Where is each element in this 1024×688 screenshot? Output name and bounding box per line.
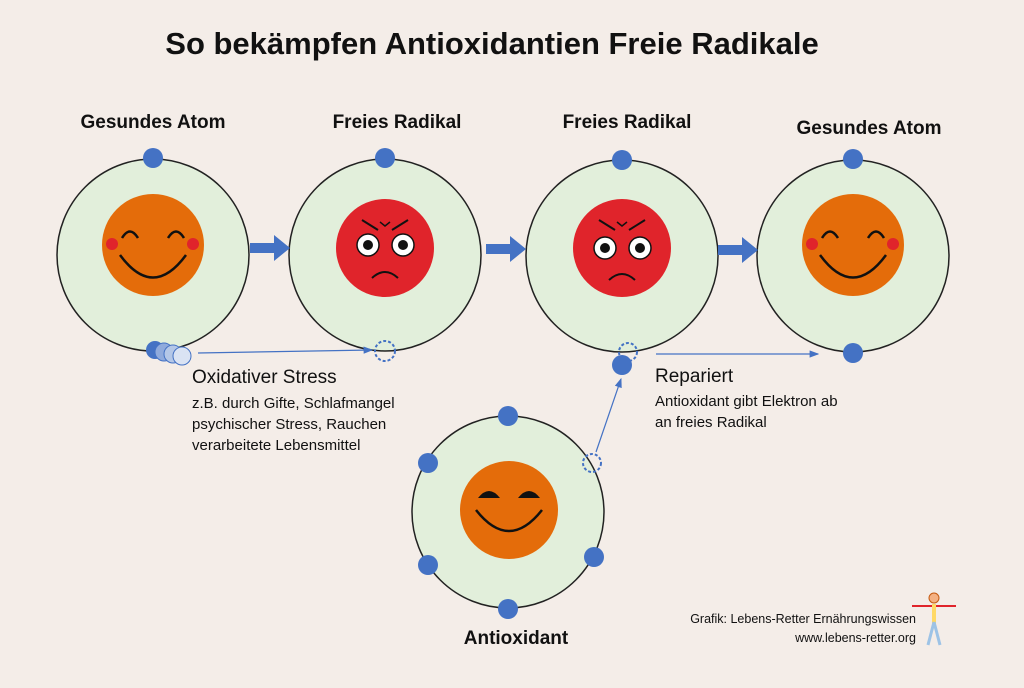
electron	[143, 148, 163, 168]
repair-line: Antioxidant gibt Elektron ab	[655, 393, 838, 410]
repair-heading: Repariert	[655, 366, 734, 387]
stress-description: z.B. durch Gifte, Schlafmangel psychisch…	[192, 393, 395, 456]
page-title: So bekämpfen Antioxidantien Freie Radika…	[165, 26, 819, 61]
credit-line: Grafik: Lebens-Retter Ernährungswissen	[690, 612, 916, 626]
stress-line: psychischer Stress, Rauchen	[192, 416, 387, 433]
atom-healthy-2	[756, 149, 950, 363]
arrow-right-icon	[486, 236, 526, 262]
antioxidant-label: Antioxidant	[463, 628, 569, 649]
missing-electron-icon	[618, 342, 638, 362]
atom-label-3: Freies Radikal	[562, 112, 692, 133]
atom-label-2: Freies Radikal	[332, 112, 462, 133]
repair-line: an freies Radikal	[655, 414, 767, 431]
stress-heading: Oxidativer Stress	[192, 367, 337, 388]
donated-electron	[612, 355, 632, 375]
repair-description: Antioxidant gibt Elektron ab an freies R…	[655, 391, 838, 433]
happy-face-icon	[102, 194, 204, 296]
electron	[418, 453, 438, 473]
electron	[498, 599, 518, 619]
atom-label-4: Gesundes Atom	[796, 118, 942, 139]
credit: Grafik: Lebens-Retter Ernährungswissen w…	[640, 610, 916, 648]
angry-face-icon	[336, 199, 434, 297]
stress-arrow	[197, 346, 374, 354]
electron	[418, 555, 438, 575]
electron	[375, 148, 395, 168]
atom-radical-2	[525, 150, 719, 375]
electron	[843, 343, 863, 363]
happy-face-icon	[802, 194, 904, 296]
missing-electron-icon	[374, 340, 396, 362]
stress-line: z.B. durch Gifte, Schlafmangel	[192, 395, 395, 412]
person-logo-icon	[912, 592, 956, 646]
atom-antioxidant	[411, 406, 605, 619]
electron	[612, 150, 632, 170]
atom-label-1: Gesundes Atom	[80, 112, 226, 133]
electron-loss-icon	[146, 341, 192, 366]
credit-url: www.lebens-retter.org	[795, 631, 916, 645]
atom-radical-1	[288, 148, 482, 362]
missing-electron-icon	[582, 453, 602, 473]
donate-arrow	[595, 377, 622, 453]
electron	[498, 406, 518, 426]
electron	[843, 149, 863, 169]
stress-line: verarbeitete Lebensmittel	[192, 437, 361, 454]
laughing-face-icon	[460, 461, 558, 559]
electron	[584, 547, 604, 567]
atom-healthy-1	[56, 148, 250, 366]
angry-face-icon	[573, 199, 671, 297]
arrow-right-icon	[718, 237, 758, 263]
arrow-right-icon	[250, 235, 290, 261]
